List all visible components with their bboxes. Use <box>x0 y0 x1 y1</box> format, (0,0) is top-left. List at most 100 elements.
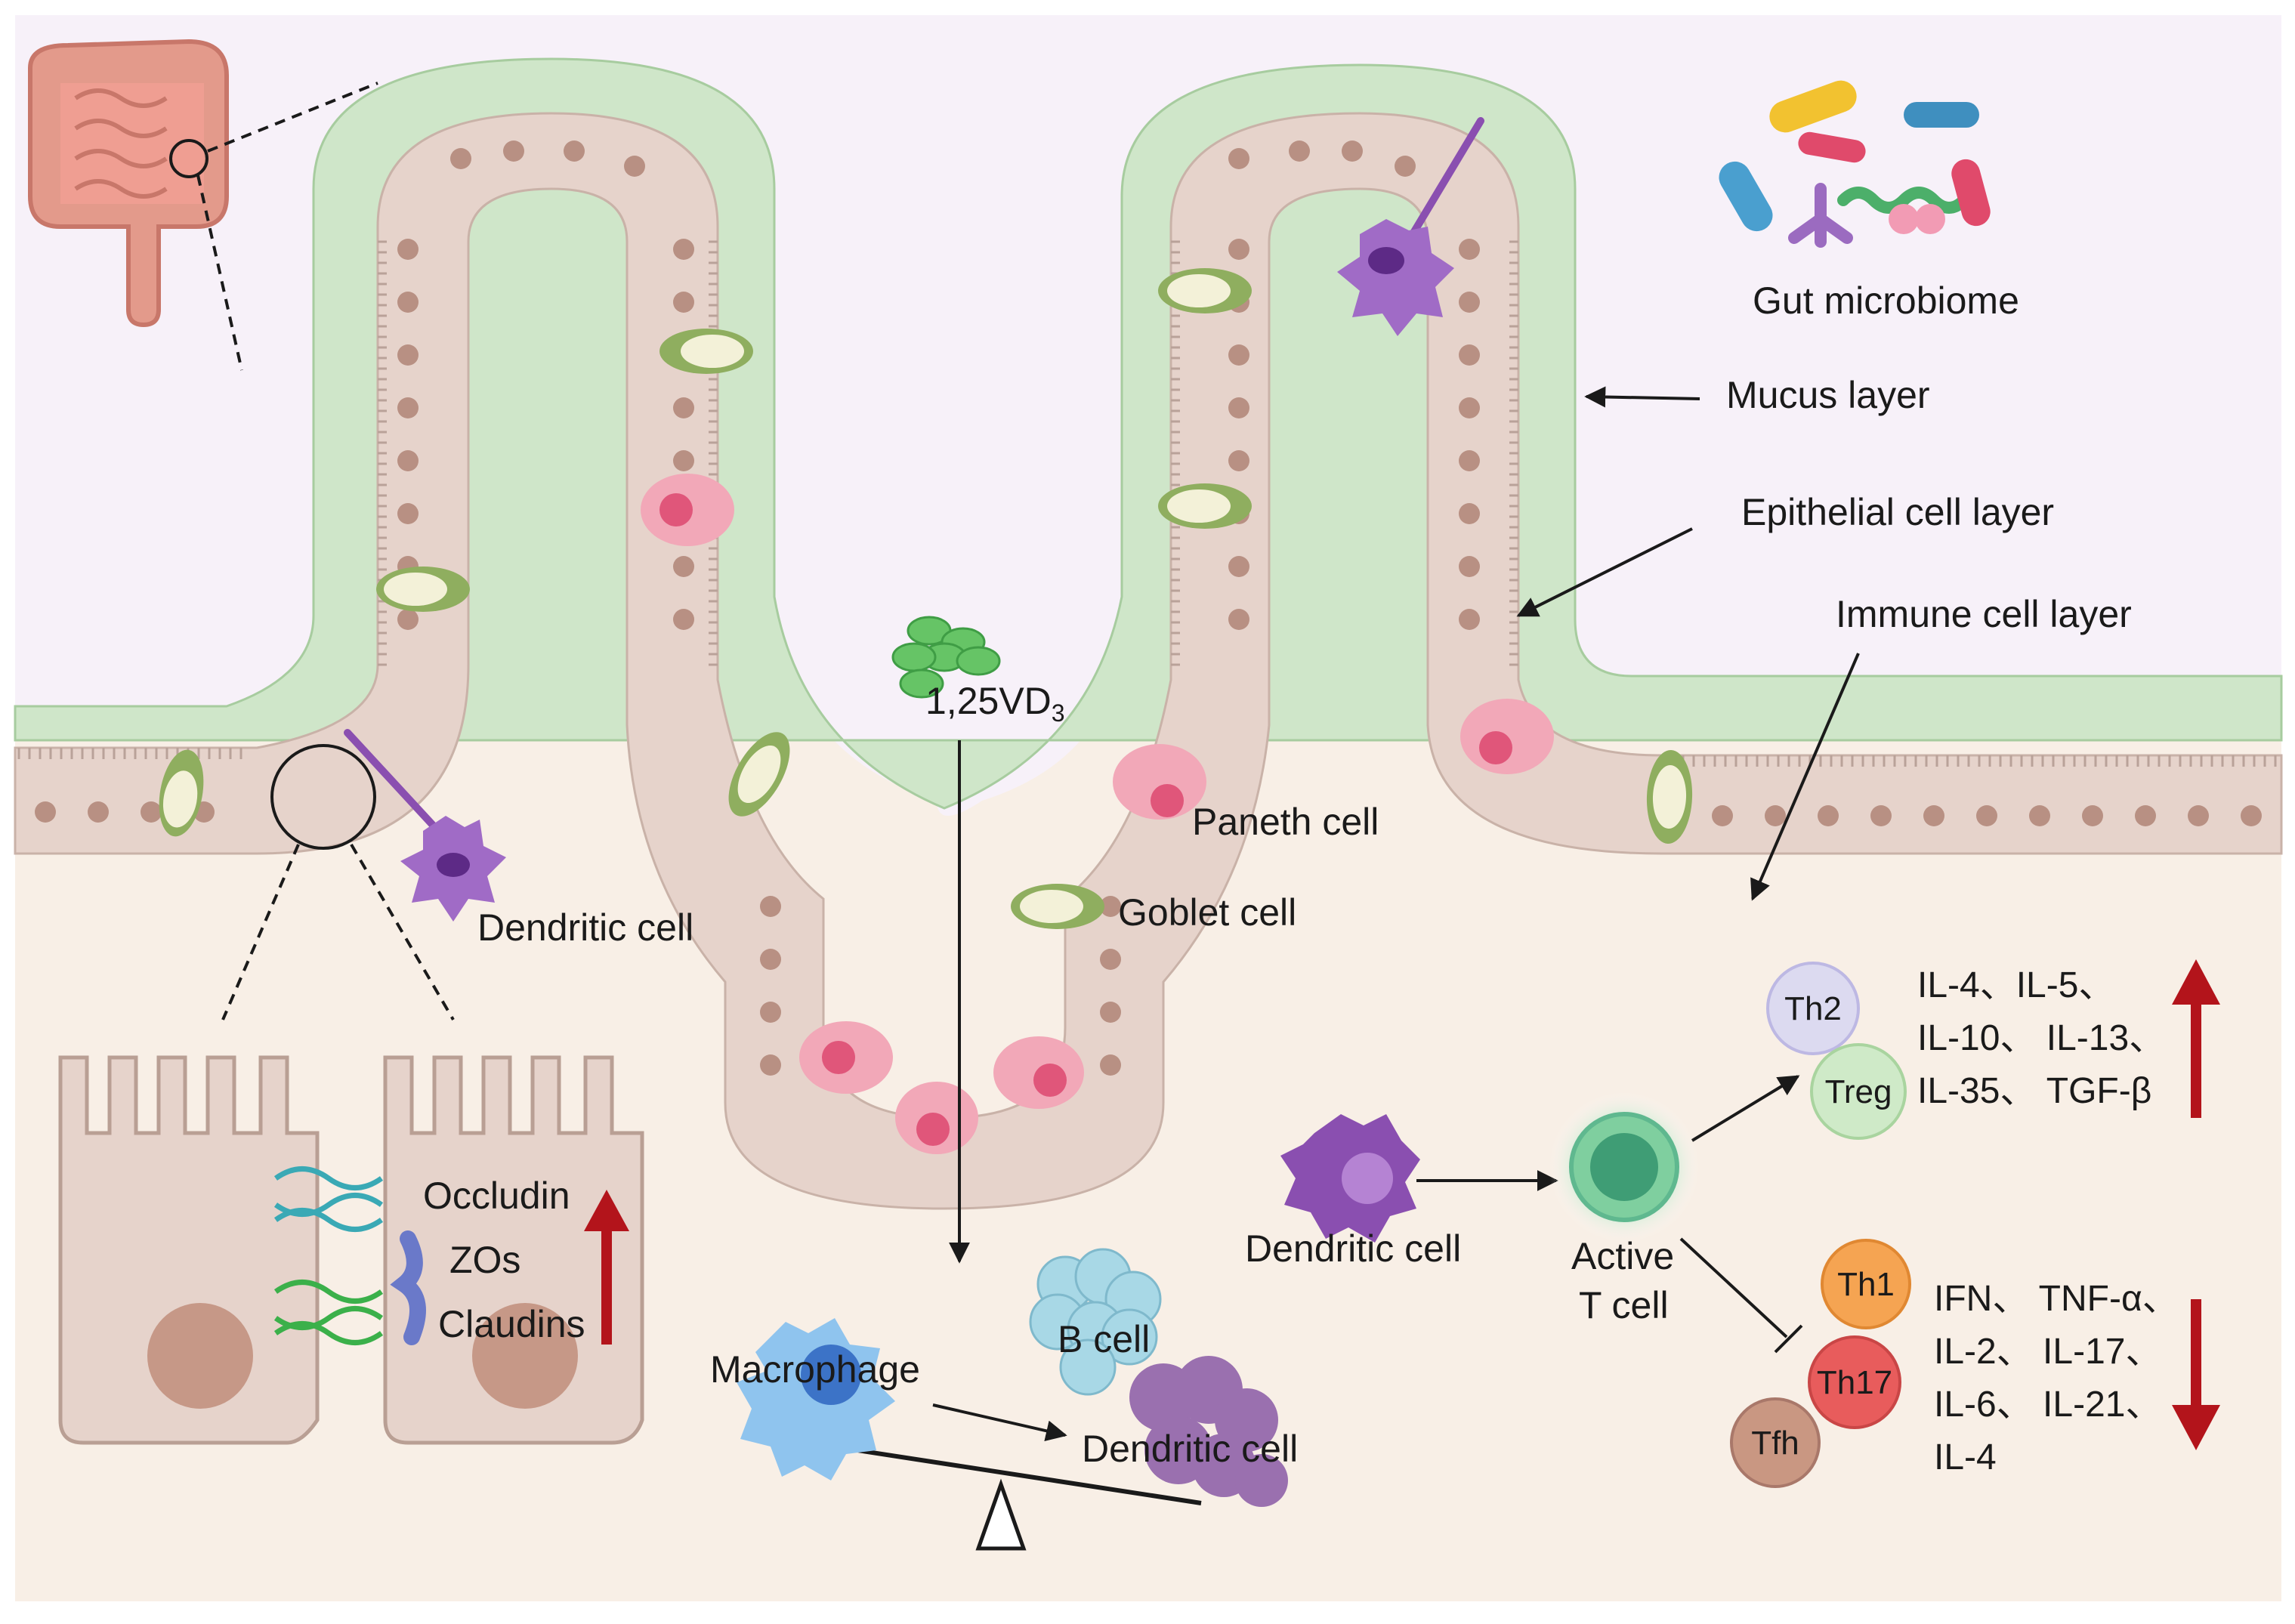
nucleus <box>503 140 524 162</box>
treg-label: Treg <box>1825 1073 1892 1110</box>
nucleus <box>1228 344 1249 366</box>
b-cell-icon <box>1029 1248 1162 1396</box>
active-t-cell-label-line2: T cell <box>1579 1284 1669 1326</box>
mucus-layer <box>14 57 2283 810</box>
dendritic-cluster-icon <box>1129 1356 1288 1507</box>
nucleus <box>1289 140 1310 162</box>
nucleus <box>35 801 56 823</box>
nucleus <box>1923 805 1944 826</box>
nucleus <box>141 801 162 823</box>
treg-cell <box>1810 1043 1907 1140</box>
epithelium-left-wall <box>14 112 2283 1210</box>
nucleus <box>624 156 645 177</box>
nucleus <box>1228 556 1249 577</box>
gut-microbiome-icon <box>1719 80 1991 248</box>
th1-cell <box>1821 1239 1911 1329</box>
zos-label: ZOs <box>449 1239 520 1281</box>
nucleus <box>1228 397 1249 418</box>
nucleus <box>397 239 419 260</box>
nucleus <box>1100 896 1121 917</box>
cytokine-down-line: IL-4 <box>1934 1437 1997 1477</box>
leader-arrows <box>932 386 1860 1442</box>
nucleus <box>1100 1002 1121 1023</box>
nucleus <box>564 140 585 162</box>
tfh-cell <box>1730 1397 1821 1488</box>
nucleus <box>1459 503 1480 524</box>
cytokine-up-line: IL-4、IL-5、 <box>1917 965 2114 1005</box>
dendritic-cell-bottom-label: Dendritic cell <box>1082 1428 1298 1470</box>
active-t-cell-icon <box>1549 1091 1700 1243</box>
nucleus <box>1228 609 1249 630</box>
th1-label: Th1 <box>1837 1266 1895 1303</box>
goblet-cells <box>159 268 1693 929</box>
nucleus <box>760 949 781 970</box>
dendritic-cell-mid-icon <box>1280 1114 1420 1243</box>
nucleus <box>397 609 419 630</box>
intestine-icon <box>28 39 378 371</box>
nucleus <box>2188 805 2209 826</box>
nucleus <box>397 503 419 524</box>
cytokine-down-line: IL-6、 IL-21、 <box>1934 1385 2161 1425</box>
nucleus <box>1459 292 1480 313</box>
dendritic-cell-mid-label: Dendritic cell <box>1245 1227 1461 1270</box>
nucleus <box>450 148 471 169</box>
nucleus <box>673 239 694 260</box>
nucleus <box>1459 556 1480 577</box>
nucleus <box>1870 805 1892 826</box>
nucleus <box>397 344 419 366</box>
nucleus <box>760 1054 781 1076</box>
lumen-region <box>15 15 2281 816</box>
th17-cell <box>1808 1335 1901 1429</box>
nucleus <box>397 450 419 471</box>
epithelial-nuclei <box>35 140 2262 1076</box>
active-t-cell-label-line1: Active <box>1571 1235 1674 1277</box>
macrophage-label: Macrophage <box>710 1348 920 1391</box>
nucleus <box>673 397 694 418</box>
nucleus <box>673 292 694 313</box>
th2-label: Th2 <box>1784 990 1842 1027</box>
th2-cell <box>1766 962 1860 1055</box>
nucleus <box>88 801 109 823</box>
decrease-arrow-cytokines-icon <box>2172 1299 2220 1450</box>
nucleus <box>1459 397 1480 418</box>
nucleus <box>1228 450 1249 471</box>
paneth-cells <box>641 474 1554 1154</box>
nucleus <box>2029 805 2050 826</box>
nucleus <box>2135 805 2156 826</box>
increase-arrow-cytokines-icon <box>2172 959 2220 1118</box>
nucleus <box>397 397 419 418</box>
mucus-layer-label: Mucus layer <box>1726 374 1930 416</box>
vitamin-d3-subscript: 3 <box>1052 699 1065 727</box>
nucleus <box>673 556 694 577</box>
increase-arrow-junction-icon <box>584 1190 629 1345</box>
vitamin-d3-label: 1,25VD3 <box>925 680 1065 727</box>
nucleus <box>1459 344 1480 366</box>
epithelial-layer-label: Epithelial cell layer <box>1741 491 2054 533</box>
nucleus <box>1459 239 1480 260</box>
cytokine-up-line: IL-10、 IL-13、 <box>1917 1018 2165 1058</box>
nucleus <box>1818 805 1839 826</box>
nucleus <box>1228 239 1249 260</box>
paneth-cell-label: Paneth cell <box>1192 801 1379 843</box>
macrophage-icon <box>737 1318 895 1480</box>
vitamin-d3-main: 1,25VD <box>925 680 1052 722</box>
immune-layer-label: Immune cell layer <box>1836 593 2132 635</box>
nucleus <box>397 292 419 313</box>
nucleus <box>1100 1054 1121 1076</box>
nucleus <box>1459 450 1480 471</box>
th17-label: Th17 <box>1817 1364 1892 1401</box>
tfh-label: Tfh <box>1751 1425 1799 1462</box>
nucleus <box>1100 949 1121 970</box>
occludin-label: Occludin <box>423 1175 570 1217</box>
cytokine-up-line: IL-35、 TGF-β <box>1917 1071 2151 1111</box>
nucleus <box>1976 805 1997 826</box>
nucleus <box>673 609 694 630</box>
nucleus <box>673 450 694 471</box>
b-cell-label: B cell <box>1058 1318 1150 1360</box>
vitamin-d3-icon <box>891 616 1001 699</box>
nucleus <box>760 896 781 917</box>
nucleus <box>2082 805 2103 826</box>
nucleus <box>1228 148 1249 169</box>
